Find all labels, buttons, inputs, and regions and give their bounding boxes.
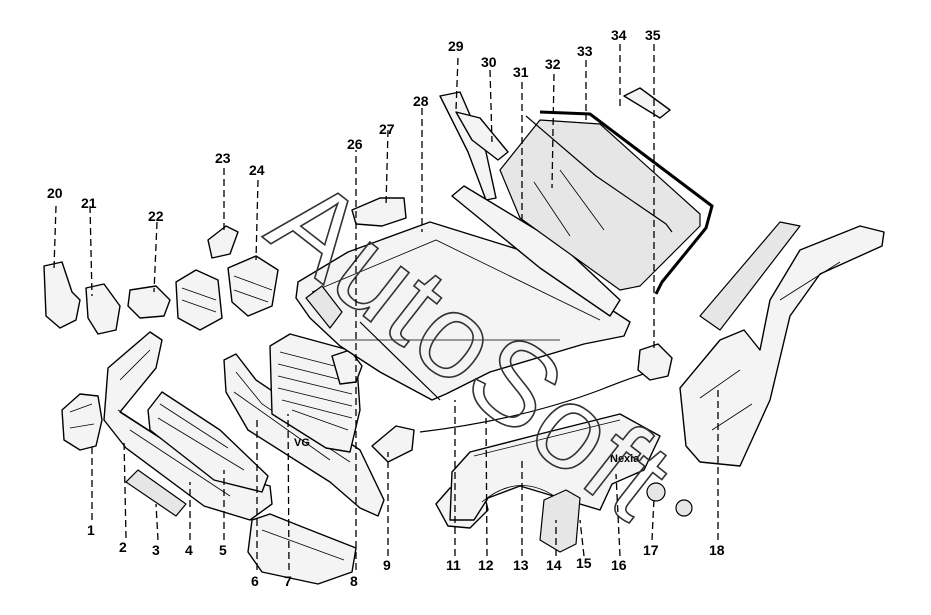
part-bumper-reinforcement <box>223 353 385 517</box>
callout-labels: 1 2 3 4 5 6 7 8 9 11 12 13 14 15 16 17 1… <box>47 27 725 589</box>
callout-32: 32 <box>545 56 561 72</box>
part-mount-bracket-left <box>43 261 81 329</box>
part-bumper-end-cap <box>61 393 103 451</box>
emblem-text: VG <box>294 437 310 449</box>
callout-15: 15 <box>576 555 592 571</box>
callout-11: 11 <box>446 557 461 573</box>
callout-5: 5 <box>219 542 227 558</box>
callout-3: 3 <box>152 542 160 558</box>
part-trim-strip <box>125 469 187 517</box>
part-hood-release-cable <box>419 371 651 433</box>
part-wiper-linkage <box>455 111 509 161</box>
callout-31: 31 <box>513 64 529 80</box>
callout-9: 9 <box>383 557 391 573</box>
callout-33: 33 <box>577 43 593 59</box>
part-cowl-panel <box>451 185 621 317</box>
callout-24: 24 <box>249 162 265 178</box>
callout-35: 35 <box>645 27 661 43</box>
part-lamp-lens <box>207 225 239 259</box>
callout-4: 4 <box>185 542 193 558</box>
leader-lines <box>53 44 719 571</box>
part-headlamps <box>175 255 279 331</box>
part-wiper-arm <box>439 91 497 201</box>
part-latch <box>127 285 171 319</box>
callout-2: 2 <box>119 539 127 555</box>
callout-14: 14 <box>546 557 562 573</box>
callout-20: 20 <box>47 185 63 201</box>
callout-30: 30 <box>481 54 497 70</box>
callout-17: 17 <box>643 542 659 558</box>
part-side-member <box>679 225 885 467</box>
callout-18: 18 <box>709 542 725 558</box>
part-grommet <box>646 482 666 502</box>
callout-12: 12 <box>478 557 494 573</box>
part-support <box>85 283 121 335</box>
callout-7: 7 <box>284 573 292 589</box>
callout-16: 16 <box>611 557 627 573</box>
fender-script: Nexia <box>610 453 640 465</box>
part-windshield-molding <box>539 110 714 295</box>
part-pillar-trim <box>699 221 801 331</box>
part-door-mirror-bracket <box>637 343 673 381</box>
callout-34: 34 <box>611 27 627 43</box>
part-hood <box>295 221 631 401</box>
callout-6: 6 <box>251 573 259 589</box>
part-bracket <box>371 425 415 463</box>
callout-26: 26 <box>347 136 363 152</box>
callout-22: 22 <box>148 208 164 224</box>
part-bumper-absorber <box>147 391 269 493</box>
callout-28: 28 <box>413 93 429 109</box>
callout-29: 29 <box>448 38 464 54</box>
part-front-fender: Nexia <box>449 413 661 521</box>
part-clip <box>675 499 693 517</box>
part-front-bumper <box>103 331 273 521</box>
callout-27: 27 <box>379 121 395 137</box>
part-roof-rail <box>623 87 671 119</box>
callout-23: 23 <box>215 150 231 166</box>
callout-21: 21 <box>81 195 97 211</box>
callout-1: 1 <box>87 522 95 538</box>
part-windshield <box>499 119 701 291</box>
part-mud-flap <box>539 489 581 553</box>
part-hood-prop-rod <box>359 321 441 401</box>
part-under-spoiler <box>247 513 357 585</box>
callout-13: 13 <box>513 557 529 573</box>
part-molding-strip <box>525 115 673 233</box>
callout-8: 8 <box>350 573 358 589</box>
